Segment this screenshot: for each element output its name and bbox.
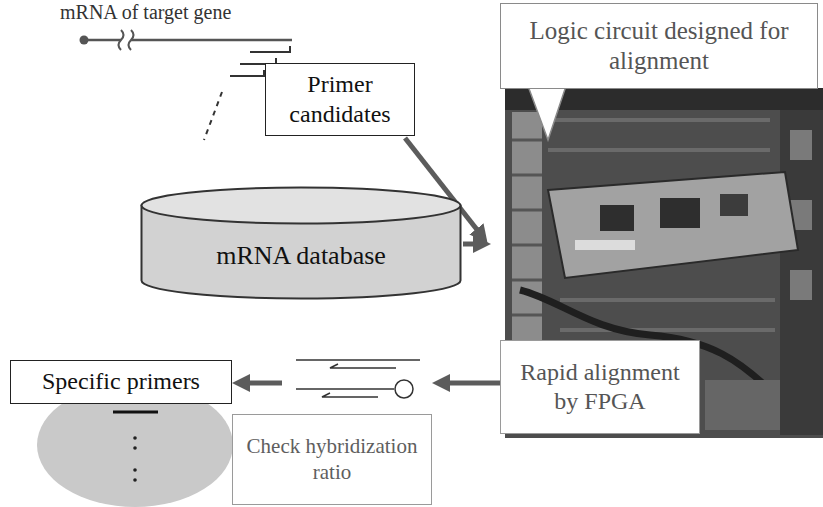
dot (133, 446, 137, 450)
circuit-board (548, 172, 798, 278)
process-box: Primer candidates (265, 63, 415, 136)
callout-tail (528, 86, 566, 140)
flow-arrow (441, 381, 500, 386)
hybridization-icon (296, 360, 420, 398)
panel-part (790, 130, 812, 160)
box-text: mRNA database (146, 240, 456, 272)
database-cylinder: mRNA database (140, 186, 462, 300)
result-box: Specific primers (10, 360, 232, 404)
flow-arrow (463, 242, 482, 247)
gene-label: mRNA of target gene (60, 1, 231, 23)
chip (600, 205, 634, 231)
dot (133, 436, 137, 440)
mrna-strand (80, 30, 293, 140)
strand (296, 359, 420, 361)
hairpin-loop (395, 380, 413, 398)
box-text: Rapid alignment by FPGA (507, 358, 693, 417)
connector-strip (575, 240, 635, 250)
break-mark (129, 30, 134, 50)
box-text: Logic circuit designed for alignment (507, 16, 811, 77)
primer-band (113, 411, 158, 414)
strand-line (84, 39, 292, 42)
text-box: Check hybridization ratio (232, 414, 432, 505)
box-text: Check hybridization ratio (239, 434, 425, 485)
box-text: Primer candidates (272, 70, 408, 129)
dot (133, 478, 137, 482)
chip (720, 194, 748, 216)
primer-line (230, 70, 264, 76)
panel-part (790, 270, 812, 300)
cylinder-top (142, 188, 461, 224)
process-step: Check hybridization ratio (282, 345, 432, 505)
primer-strand (330, 364, 396, 368)
primer-continuation (204, 92, 222, 140)
break-mark (119, 30, 124, 50)
callout-box: Logic circuit designed for alignment (500, 3, 818, 89)
primer-line (250, 46, 290, 52)
flow-arrow (241, 381, 282, 386)
dot (133, 468, 137, 472)
primer-strand (322, 393, 378, 397)
box-text: Specific primers (17, 367, 225, 396)
fpga-box: Rapid alignment by FPGA (500, 340, 700, 434)
photo-part (705, 380, 780, 430)
side-panel (780, 110, 823, 435)
chip (660, 198, 700, 228)
strand (296, 388, 394, 390)
